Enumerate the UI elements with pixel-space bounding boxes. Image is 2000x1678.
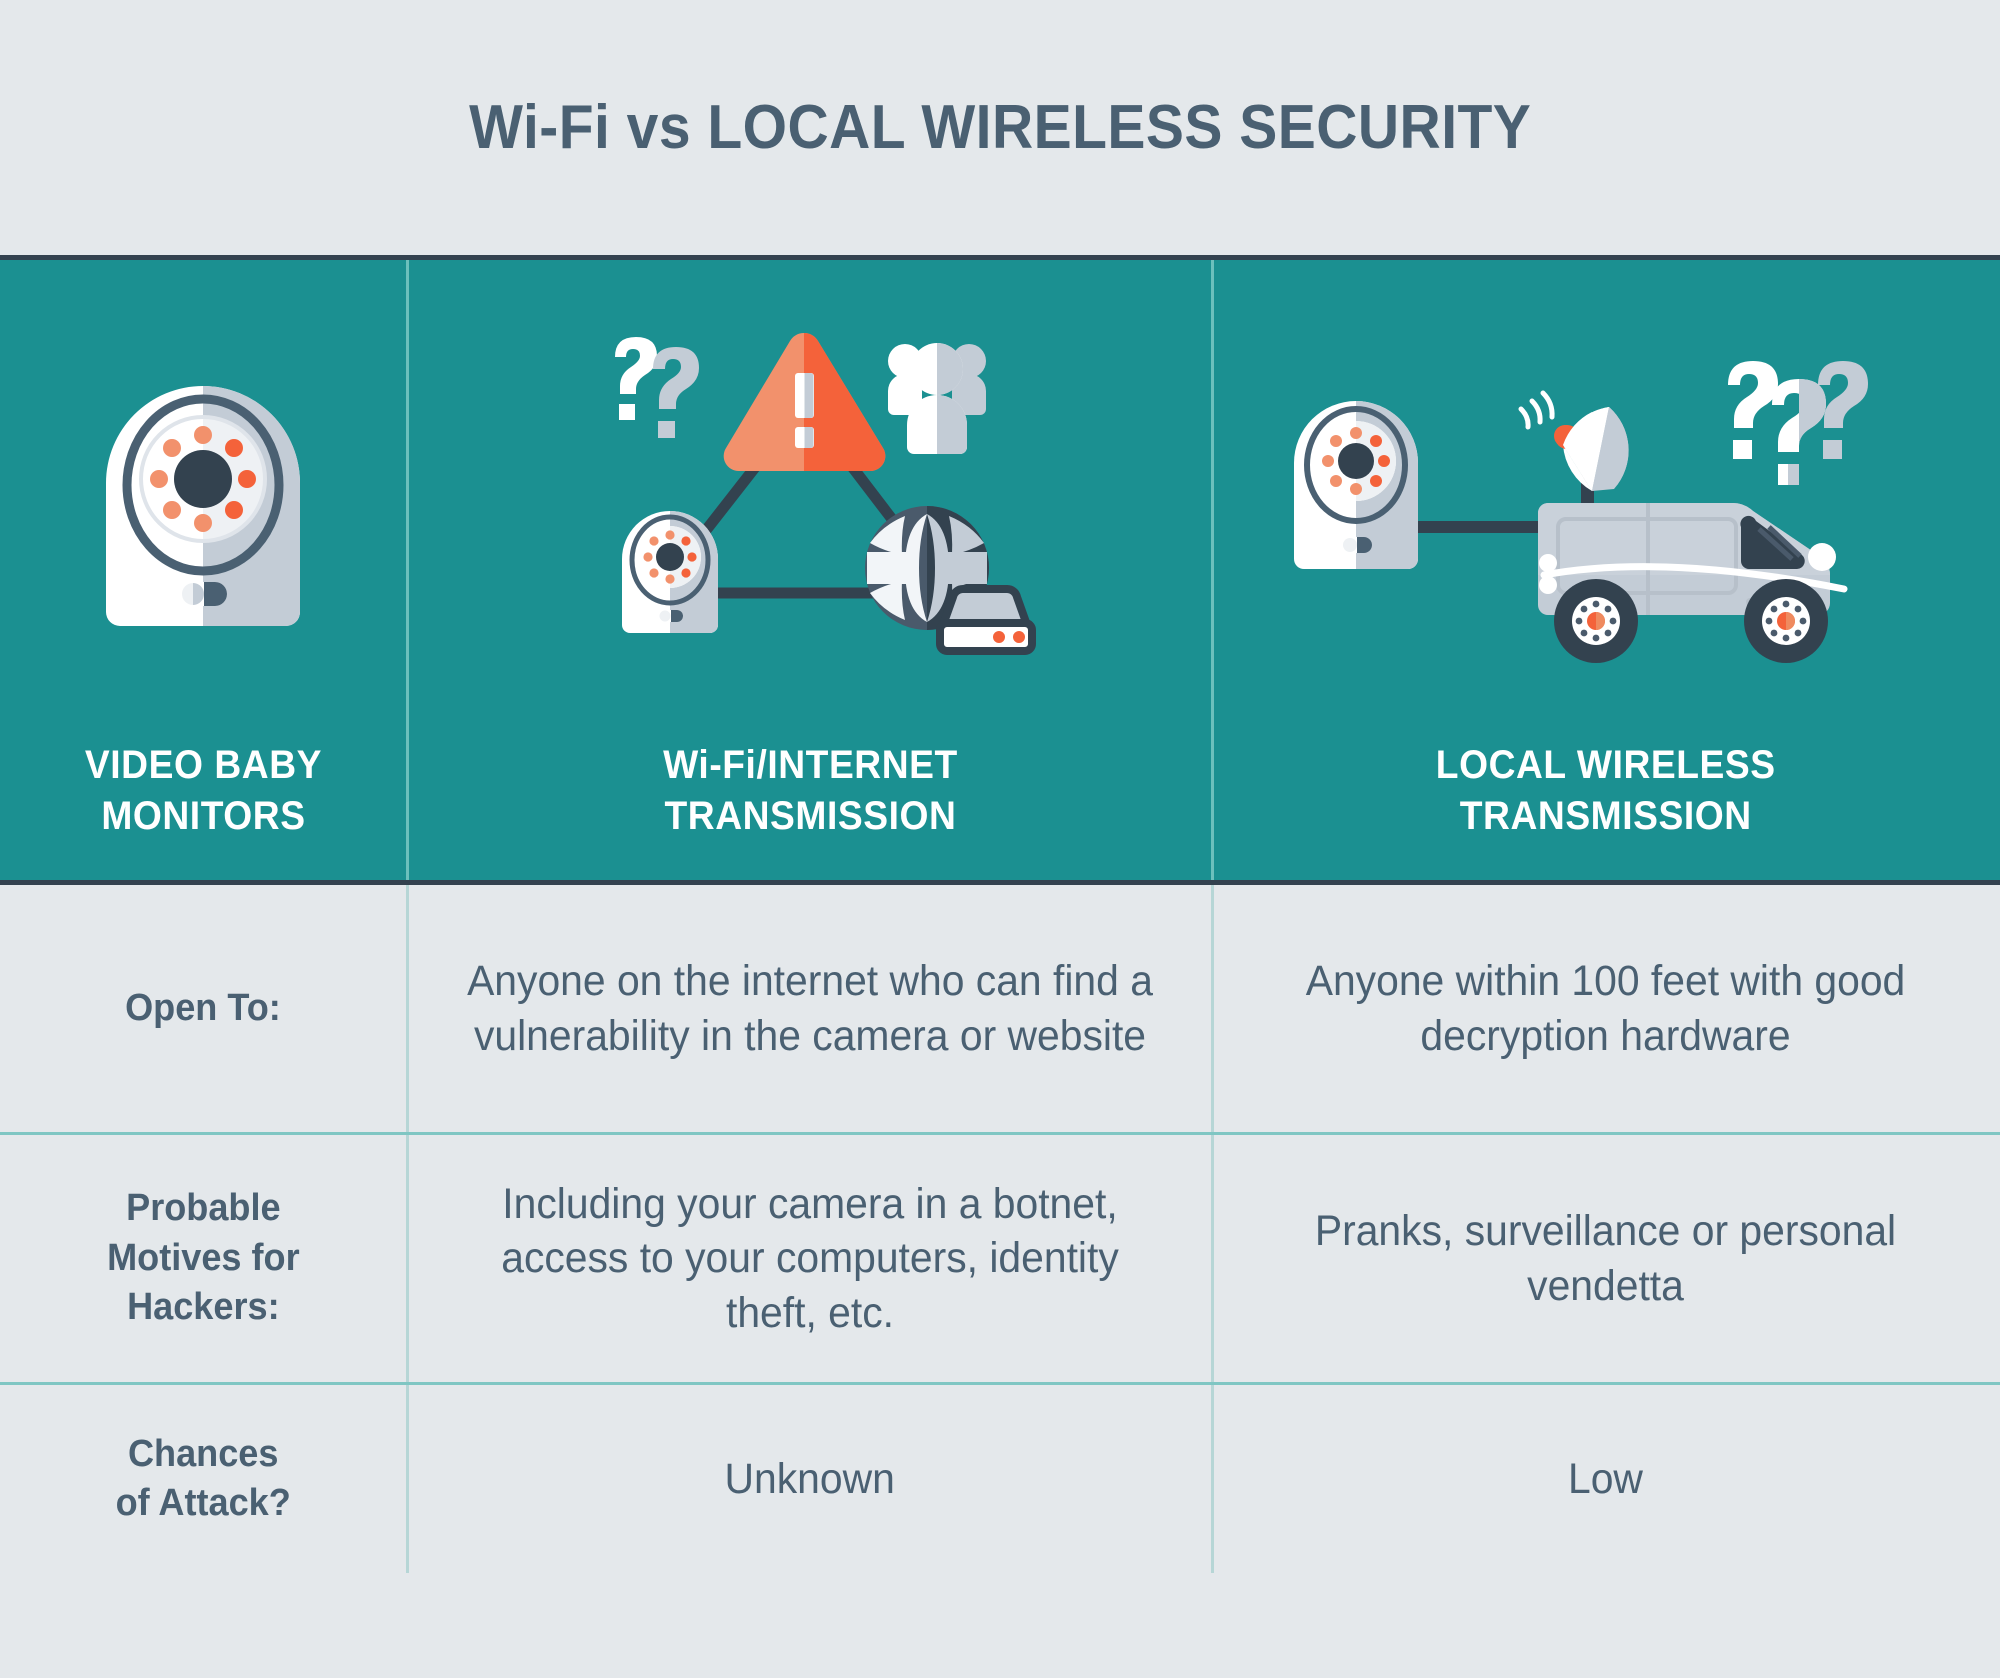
van-body-highlight xyxy=(1540,562,1847,593)
table-row: Probable Motives for Hackers: Including … xyxy=(0,1135,2000,1385)
warning-triangle-icon xyxy=(723,332,886,471)
header-column-wifi-internet-transmission: Wi-Fi/INTERNET TRANSMISSION xyxy=(406,260,1211,880)
header-column-local-wireless-transmission: LOCAL WIRELESS TRANSMISSION xyxy=(1211,260,1997,880)
baby-monitor-camera-icon xyxy=(106,385,300,626)
cell-open-to-local: Anyone within 100 feet with good decrypt… xyxy=(1211,885,1997,1132)
row-label-text: Probable Motives for Hackers: xyxy=(106,1187,300,1329)
header-column-video-baby-monitors: VIDEO BABY MONITORS xyxy=(0,260,406,880)
wifi-threat-diagram-icon xyxy=(615,332,1036,655)
comparison-table: VIDEO BABY MONITORS xyxy=(0,255,2000,1573)
question-marks-icon xyxy=(1727,360,1868,485)
wifi-threat-triangle-illustration xyxy=(409,260,1211,740)
windshield-glare xyxy=(1756,524,1802,561)
surveillance-van-illustration xyxy=(1214,260,1997,740)
header-label-local-wireless-transmission: LOCAL WIRELESS TRANSMISSION xyxy=(1435,742,1776,838)
cell-text: Low xyxy=(1568,1454,1643,1503)
page-title: Wi-Fi vs LOCAL WIRELESS SECURITY xyxy=(468,93,1532,162)
table-header-band: VIDEO BABY MONITORS xyxy=(0,255,2000,885)
question-marks-icon xyxy=(615,336,699,438)
cell-motives-wifi: Including your camera in a botnet, acces… xyxy=(406,1135,1211,1382)
row-label-text: Open To: xyxy=(125,986,281,1029)
surveillance-van-icon xyxy=(1537,502,1847,663)
baby-monitor-camera-illustration xyxy=(0,260,406,740)
cell-open-to-wifi: Anyone on the internet who can find a vu… xyxy=(406,885,1211,1132)
ir-led-ring xyxy=(150,425,256,532)
table-row: Open To: Anyone on the internet who can … xyxy=(0,885,2000,1135)
cell-text: Anyone within 100 feet with good decrypt… xyxy=(1305,956,1906,1060)
cell-text: Unknown xyxy=(724,1454,896,1503)
camera-node-icon xyxy=(622,510,718,633)
people-group-icon xyxy=(888,342,986,454)
local-wireless-diagram-icon xyxy=(1293,360,1868,663)
cell-chances-wifi: Unknown xyxy=(406,1385,1211,1573)
cell-chances-local: Low xyxy=(1211,1385,1997,1573)
ir-led-ring-medium xyxy=(1321,426,1390,495)
cell-text: Including your camera in a botnet, acces… xyxy=(501,1179,1119,1337)
header-label-wifi-internet-transmission: Wi-Fi/INTERNET TRANSMISSION xyxy=(662,742,958,838)
cell-text: Pranks, surveillance or personal vendett… xyxy=(1314,1206,1897,1310)
van-headlight xyxy=(1807,542,1836,571)
row-label-chances-of-attack: Chances of Attack? xyxy=(0,1385,406,1573)
title-bar: Wi-Fi vs LOCAL WIRELESS SECURITY xyxy=(0,0,2000,255)
row-label-probable-motives-for-hackers: Probable Motives for Hackers: xyxy=(0,1135,406,1382)
header-label-video-baby-monitors: VIDEO BABY MONITORS xyxy=(84,742,322,838)
row-label-text: Chances of Attack? xyxy=(115,1432,291,1524)
row-label-open-to: Open To: xyxy=(0,885,406,1132)
satellite-dish-icon xyxy=(1518,390,1629,511)
van-wheel-front xyxy=(1553,578,1638,663)
signal-waves xyxy=(1518,390,1555,430)
baby-monitor-camera-icon xyxy=(1293,400,1418,569)
router-icon xyxy=(936,584,1036,655)
ir-led-ring-small xyxy=(643,530,697,584)
table-row: Chances of Attack? Unknown Low xyxy=(0,1385,2000,1573)
van-wheel-rear xyxy=(1743,578,1828,663)
cell-text: Anyone on the internet who can find a vu… xyxy=(467,956,1153,1060)
cell-motives-local: Pranks, surveillance or personal vendett… xyxy=(1211,1135,1997,1382)
